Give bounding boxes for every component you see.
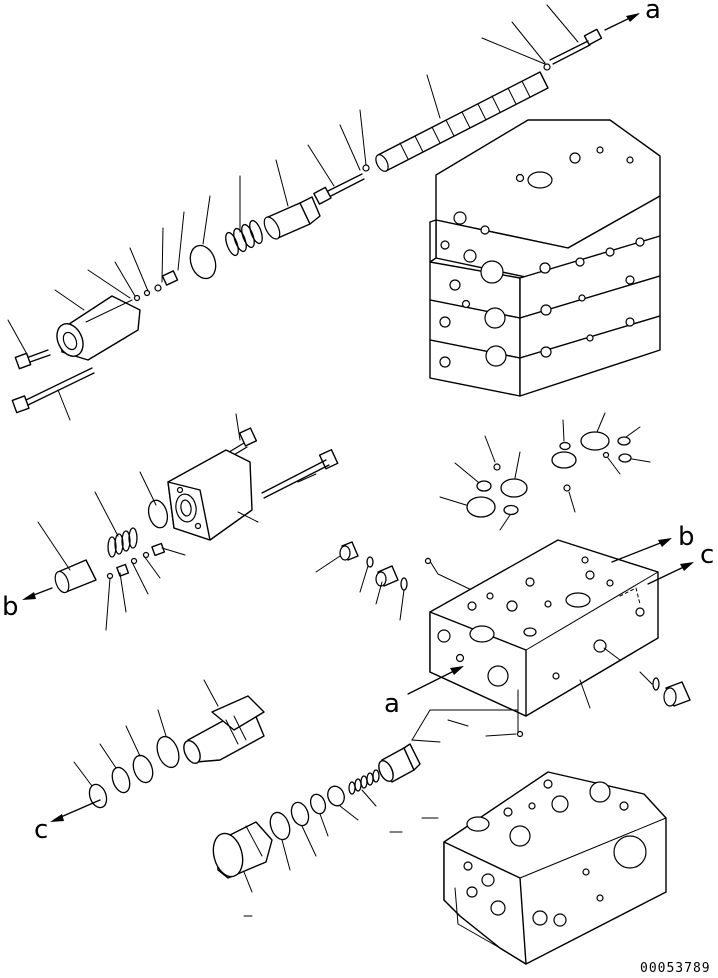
lower-right-block <box>443 771 667 965</box>
lower-left-group: c <box>34 679 265 845</box>
small-parts-cover <box>106 542 166 580</box>
o-ring-lm-2 <box>309 793 327 815</box>
plug-lower <box>212 821 273 879</box>
plug-right <box>663 681 691 707</box>
bolt-short-left <box>14 349 51 370</box>
top-spool-group: a <box>7 0 661 421</box>
valve-block-ports <box>439 146 645 368</box>
cap-housing-top <box>56 295 141 361</box>
relief-valve-cartridge <box>183 695 265 764</box>
poppet <box>378 743 421 783</box>
ref-label-c-left: c <box>34 815 48 845</box>
spring-lower <box>348 769 380 795</box>
bolt-top <box>549 28 603 65</box>
o-ring-small-fitting <box>366 556 374 568</box>
center-block-ports <box>437 556 645 687</box>
o-ring-cover <box>147 499 169 529</box>
arrow-c-right <box>647 562 694 585</box>
bolt-long-left <box>11 367 95 414</box>
lower-block-ports <box>463 779 647 927</box>
bolt-mid <box>313 173 365 205</box>
o-ring-lower-2 <box>132 754 154 784</box>
middle-left-group: b <box>2 413 339 631</box>
leader-lines-center <box>315 555 653 737</box>
plug-fitting-left <box>339 541 359 561</box>
small-parts-top <box>133 270 179 302</box>
o-ring-lower-4 <box>88 783 108 809</box>
o-ring-lower-1 <box>156 735 180 769</box>
arrow-b-right <box>611 538 672 563</box>
arrow-b-left <box>22 587 53 600</box>
bolt-cover-long <box>261 448 339 499</box>
cover-housing <box>167 449 253 541</box>
lower-middle-group <box>212 743 439 917</box>
o-ring-large-top <box>189 244 217 280</box>
ref-label-a-left: a <box>384 689 400 719</box>
plug-fitting-right <box>375 565 399 587</box>
center-valve-body: b c a <box>315 522 714 743</box>
loose-rings-group <box>439 412 651 531</box>
leader-lines-top <box>7 4 579 421</box>
leader-lines-lower-left <box>73 679 219 787</box>
leader-lines-lower-middle <box>243 789 439 917</box>
leader-lines-middle-left <box>37 413 317 631</box>
washer-small-top <box>543 63 551 71</box>
spring-cover <box>107 527 138 558</box>
main-spool <box>375 71 549 172</box>
o-ring-lm-1 <box>327 785 345 807</box>
o-ring-lower-3 <box>111 766 131 794</box>
arrow-a-left <box>407 666 464 695</box>
ref-label-c-right: c <box>700 540 714 570</box>
piston-top <box>263 196 321 240</box>
o-ring-plug-right <box>652 677 660 691</box>
spring-rings-top <box>225 219 263 257</box>
valve-block-stack <box>429 119 661 397</box>
arrow-a-top <box>604 13 640 31</box>
pin-small <box>362 164 370 172</box>
arrow-c-left <box>50 799 101 822</box>
ref-label-b-left: b <box>2 592 19 622</box>
o-ring-lm-4 <box>269 811 291 841</box>
ref-label-b-right: b <box>678 522 695 552</box>
o-ring-lm-3 <box>290 801 310 827</box>
piston-left <box>54 559 97 594</box>
o-ring-fitting-right <box>400 577 408 591</box>
ref-label-a-top: a <box>645 0 661 25</box>
drawing-number: 00053789 <box>640 961 711 976</box>
